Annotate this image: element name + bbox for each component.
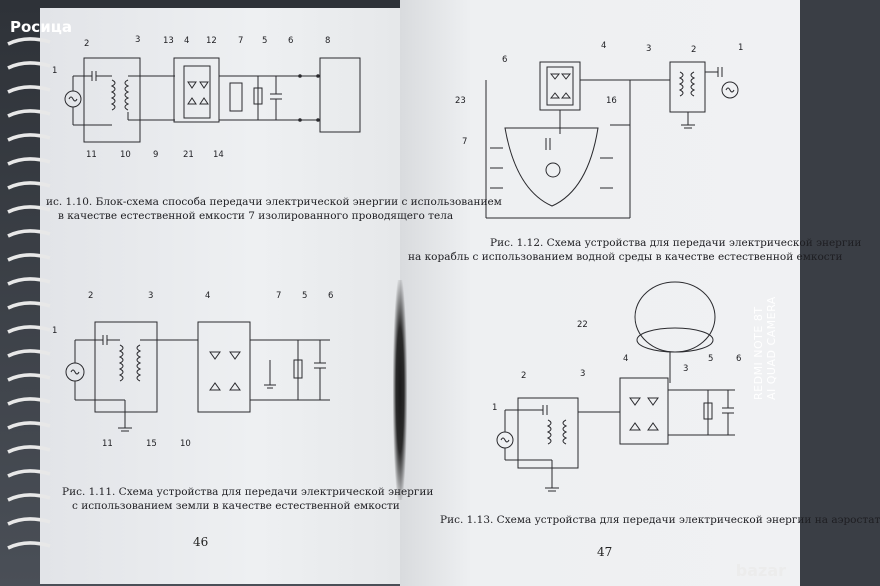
svg-text:11: 11 [86, 150, 97, 160]
svg-text:11: 11 [102, 439, 113, 449]
camera-stamp: REDMI NOTE 8T AI QUAD CAMERA [752, 296, 778, 400]
svg-text:6: 6 [328, 291, 333, 301]
svg-text:3: 3 [135, 35, 140, 45]
svg-text:7: 7 [462, 137, 467, 147]
svg-text:10: 10 [120, 150, 131, 160]
svg-text:5: 5 [708, 354, 713, 364]
svg-text:2: 2 [84, 39, 89, 49]
fig11-caption-line2: с использованием земли в качестве естест… [72, 500, 400, 512]
svg-text:13: 13 [163, 36, 174, 46]
svg-text:1: 1 [52, 326, 57, 336]
page-number-left: 46 [193, 535, 209, 549]
svg-text:4: 4 [184, 36, 189, 46]
left-page [40, 8, 400, 584]
svg-text:2: 2 [88, 291, 93, 301]
binding-ring [7, 85, 51, 94]
svg-text:3: 3 [580, 369, 585, 379]
book-spine-shadow [393, 280, 407, 500]
svg-text:8: 8 [325, 36, 330, 46]
watermark-site: bazar [735, 561, 786, 580]
binding-ring [7, 277, 51, 286]
binding-ring [7, 325, 51, 334]
binding-ring [7, 517, 51, 526]
svg-text:23: 23 [455, 96, 466, 106]
binding-ring [7, 493, 51, 502]
binding-ring [7, 181, 51, 190]
watermark-brand: Росица [10, 18, 72, 36]
binding-ring [7, 37, 51, 46]
svg-text:5: 5 [262, 36, 267, 46]
camera-stamp-line2: AI QUAD CAMERA [765, 296, 778, 400]
binding-ring [7, 397, 51, 406]
svg-text:22: 22 [577, 320, 588, 330]
binding-ring [7, 157, 51, 166]
svg-text:7: 7 [238, 36, 243, 46]
svg-text:12: 12 [206, 36, 217, 46]
svg-text:3: 3 [646, 44, 651, 54]
page-number-right: 47 [597, 545, 613, 559]
binding-ring [7, 421, 51, 430]
svg-text:3: 3 [148, 291, 153, 301]
binding-ring [7, 229, 51, 238]
svg-text:7: 7 [276, 291, 281, 301]
fig12-caption-line2: на корабль с использованием водной среды… [408, 251, 843, 263]
svg-text:1: 1 [738, 43, 743, 53]
fig12-caption-line1: Рис. 1.12. Схема устройства для передачи… [490, 237, 862, 249]
figure-1-11-diagram: 1 2 3 4 7 5 6 11 15 10 [52, 291, 333, 449]
svg-text:6: 6 [502, 55, 507, 65]
svg-text:15: 15 [146, 439, 157, 449]
binding-ring [7, 205, 51, 214]
fig10-caption-line2: в качестве естественной емкости 7 изолир… [58, 210, 454, 222]
svg-text:2: 2 [521, 371, 526, 381]
fig10-caption-line1: ис. 1.10. Блок-схема способа передачи эл… [46, 196, 502, 208]
binding-ring [7, 109, 51, 118]
binding-ring [7, 253, 51, 262]
binding-ring [7, 349, 51, 358]
binding-ring [7, 445, 51, 454]
binding-ring [7, 373, 51, 382]
svg-text:6: 6 [736, 354, 741, 364]
svg-text:2: 2 [691, 45, 696, 55]
figure-1-13-diagram: 22 4 5 6 2 3 3 1 [492, 281, 741, 492]
svg-text:4: 4 [601, 41, 606, 51]
svg-text:4: 4 [623, 354, 628, 364]
fig13-caption-line1: Рис. 1.13. Схема устройства для передачи… [440, 514, 880, 526]
camera-stamp-line1: REDMI NOTE 8T [752, 306, 765, 400]
svg-text:9: 9 [153, 150, 158, 160]
binding-ring [7, 133, 51, 142]
svg-text:3: 3 [683, 364, 688, 374]
binding-ring [7, 301, 51, 310]
binding-ring [7, 61, 51, 70]
svg-text:16: 16 [606, 96, 617, 106]
binding-ring [7, 541, 51, 550]
svg-text:10: 10 [180, 439, 191, 449]
svg-text:1: 1 [492, 403, 497, 413]
spiral-binding [7, 37, 51, 550]
svg-text:21: 21 [183, 150, 194, 160]
binding-ring [7, 469, 51, 478]
svg-text:14: 14 [213, 150, 224, 160]
svg-text:5: 5 [302, 291, 307, 301]
fig11-caption-line1: Рис. 1.11. Схема устройства для передачи… [62, 486, 434, 498]
svg-text:1: 1 [52, 66, 57, 76]
svg-text:4: 4 [205, 291, 210, 301]
svg-text:6: 6 [288, 36, 293, 46]
